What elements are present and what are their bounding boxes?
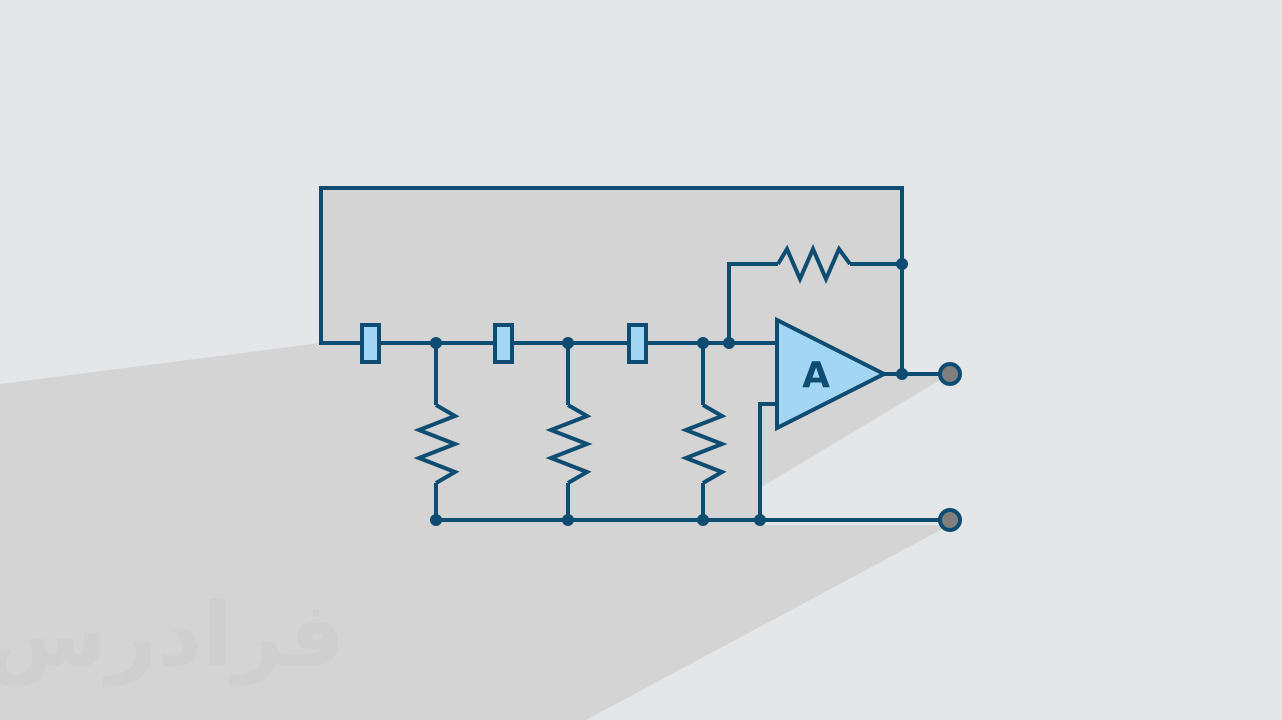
shunt-resistor-2 (545, 403, 593, 485)
capacitor-icon (627, 323, 648, 364)
terminal-circle-icon (938, 508, 962, 532)
feedback-loop-wire (319, 186, 904, 374)
amp-input-wire (758, 402, 777, 520)
amplifier-label: A (802, 355, 830, 396)
watermark-text: فرادرس (0, 583, 345, 686)
capacitor-icon (360, 323, 381, 364)
junction-dot (896, 368, 908, 380)
capacitor-icon (493, 323, 514, 364)
junction-dot (697, 337, 709, 349)
terminal-circle-icon (938, 362, 962, 386)
junction-dot (430, 514, 442, 526)
junction-dot (896, 258, 908, 270)
junction-dot (697, 514, 709, 526)
feedback-resistor-wire (727, 262, 778, 343)
shunt-resistor-1 (413, 403, 461, 485)
junction-dot (754, 514, 766, 526)
junction-dot (723, 337, 735, 349)
junction-dot (562, 514, 574, 526)
op-amp-triangle-icon (775, 316, 889, 432)
drop-shadow (0, 188, 950, 720)
feedback-resistor (776, 243, 852, 285)
junction-dot (430, 337, 442, 349)
junction-dot (562, 337, 574, 349)
shunt-resistor-3 (680, 403, 728, 485)
